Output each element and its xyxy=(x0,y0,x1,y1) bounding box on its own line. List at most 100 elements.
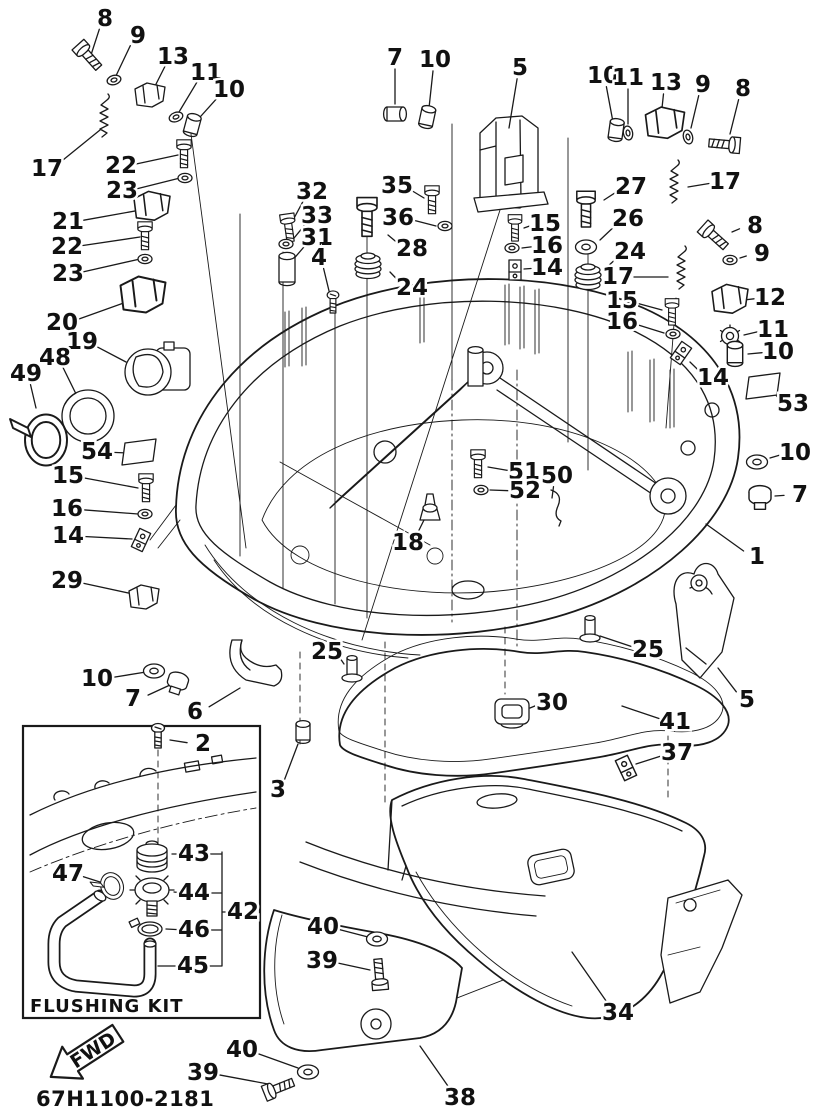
part-glyph-9 xyxy=(106,74,122,86)
part-glyph-54 xyxy=(121,438,157,466)
leader-line-4 xyxy=(322,267,331,296)
callout-45: 45 xyxy=(177,953,209,979)
callout-22: 22 xyxy=(51,234,83,260)
leader-line-14 xyxy=(523,267,532,270)
callout-47: 47 xyxy=(52,861,84,887)
part-glyph-22 xyxy=(176,139,192,169)
part-glyph-13 xyxy=(134,82,166,108)
leader-line-3 xyxy=(283,743,299,781)
leader-line-52 xyxy=(489,489,510,492)
diagram-part-code: 67H1100-2181 xyxy=(36,1087,214,1111)
part-glyph-23 xyxy=(177,172,193,184)
leader-line-1 xyxy=(705,523,745,552)
inset-title: FLUSHING KIT xyxy=(30,996,184,1017)
part-glyph-49 xyxy=(9,413,68,467)
leader-line-25 xyxy=(599,635,634,648)
part-glyph-53 xyxy=(745,372,781,400)
flushing-kit-inset: FLUSHING KIT xyxy=(21,724,262,1020)
part-glyph-11 xyxy=(622,125,634,141)
part-glyph-17 xyxy=(676,245,687,290)
part-glyph-40 xyxy=(365,931,389,947)
leader-line-18 xyxy=(416,519,425,535)
cowling-gasket xyxy=(337,635,730,777)
callout-19: 19 xyxy=(66,329,98,355)
part-glyph-27 xyxy=(576,190,596,228)
leader-line-10 xyxy=(605,86,614,123)
callout-40: 40 xyxy=(307,914,339,940)
lower-cowl-starboard xyxy=(387,775,707,1020)
exhaust-bracket-top xyxy=(473,115,549,213)
part-glyph-26 xyxy=(574,239,598,255)
part-glyph-39 xyxy=(371,958,390,992)
leader-line-9 xyxy=(113,45,131,81)
part-glyph-24 xyxy=(574,263,602,291)
inset-border xyxy=(21,724,262,1020)
leader-line-38 xyxy=(419,1045,451,1090)
part-glyph-13 xyxy=(644,106,686,140)
part-glyph-19 xyxy=(124,341,191,396)
callout-36: 36 xyxy=(382,205,414,231)
callout-9: 9 xyxy=(695,72,711,98)
part-glyph-25 xyxy=(579,614,601,643)
part-glyph-47 xyxy=(89,872,125,900)
callout-13: 13 xyxy=(157,44,189,70)
callout-25: 25 xyxy=(311,639,343,665)
part-glyph-7 xyxy=(166,671,190,696)
part-glyph-10 xyxy=(418,104,437,130)
leader-line-11 xyxy=(175,81,198,118)
part-glyph-3 xyxy=(295,719,311,745)
leader-line-15 xyxy=(523,225,530,229)
part-glyph-16 xyxy=(137,508,153,520)
callout-52: 52 xyxy=(509,478,541,504)
part-glyph-7 xyxy=(748,484,772,511)
callout-11: 11 xyxy=(757,317,789,343)
callout-24: 24 xyxy=(614,239,646,265)
callout-51: 51 xyxy=(508,459,540,485)
callout-10: 10 xyxy=(587,63,619,89)
lower-cowl-port-panel xyxy=(263,909,463,1052)
part-glyph-18 xyxy=(419,493,441,521)
part-glyph-8 xyxy=(708,136,742,155)
part-glyph-15 xyxy=(664,298,680,326)
callout-4: 4 xyxy=(311,245,327,271)
part-glyph-31 xyxy=(278,251,296,287)
callout-22: 22 xyxy=(105,153,137,179)
part-glyph-22 xyxy=(137,221,153,251)
part-glyph-9 xyxy=(682,129,694,145)
bottom-cowling-pan xyxy=(149,278,741,659)
callout-40: 40 xyxy=(226,1037,258,1063)
callout-14: 14 xyxy=(697,365,729,391)
part-glyph-17 xyxy=(99,93,110,138)
callout-54: 54 xyxy=(81,439,113,465)
lower-cowl-front-band xyxy=(299,841,546,917)
callout-44: 44 xyxy=(178,880,210,906)
part-glyph-16 xyxy=(504,242,520,254)
leader-line-47 xyxy=(82,876,101,883)
callout-1: 1 xyxy=(749,544,765,570)
leader-line-5 xyxy=(717,667,737,693)
part-glyph-17 xyxy=(669,159,680,204)
leader-line-50 xyxy=(551,486,555,499)
callout-6: 6 xyxy=(187,699,203,725)
part-glyph-40 xyxy=(296,1064,320,1080)
leader-line-8 xyxy=(729,98,740,135)
part-glyph-10 xyxy=(726,340,744,368)
callout-48: 48 xyxy=(39,345,71,371)
part-glyph-14 xyxy=(508,259,522,281)
callout-15: 15 xyxy=(606,288,638,314)
callout-11: 11 xyxy=(190,60,222,86)
part-glyph-2 xyxy=(150,722,166,749)
part-glyph-15 xyxy=(138,473,154,503)
callout-42: 42 xyxy=(227,899,259,925)
callout-20: 20 xyxy=(46,310,78,336)
fwd-arrow-label: FWD xyxy=(66,1028,120,1074)
part-glyph-7 xyxy=(382,106,408,122)
leader-line-37 xyxy=(635,755,663,765)
leader-line-26 xyxy=(599,224,616,241)
flush-nut-44 xyxy=(129,875,175,917)
leader-line-23 xyxy=(136,177,181,190)
fwd-arrow-shape xyxy=(49,1023,125,1080)
part-glyph-36 xyxy=(437,220,453,232)
